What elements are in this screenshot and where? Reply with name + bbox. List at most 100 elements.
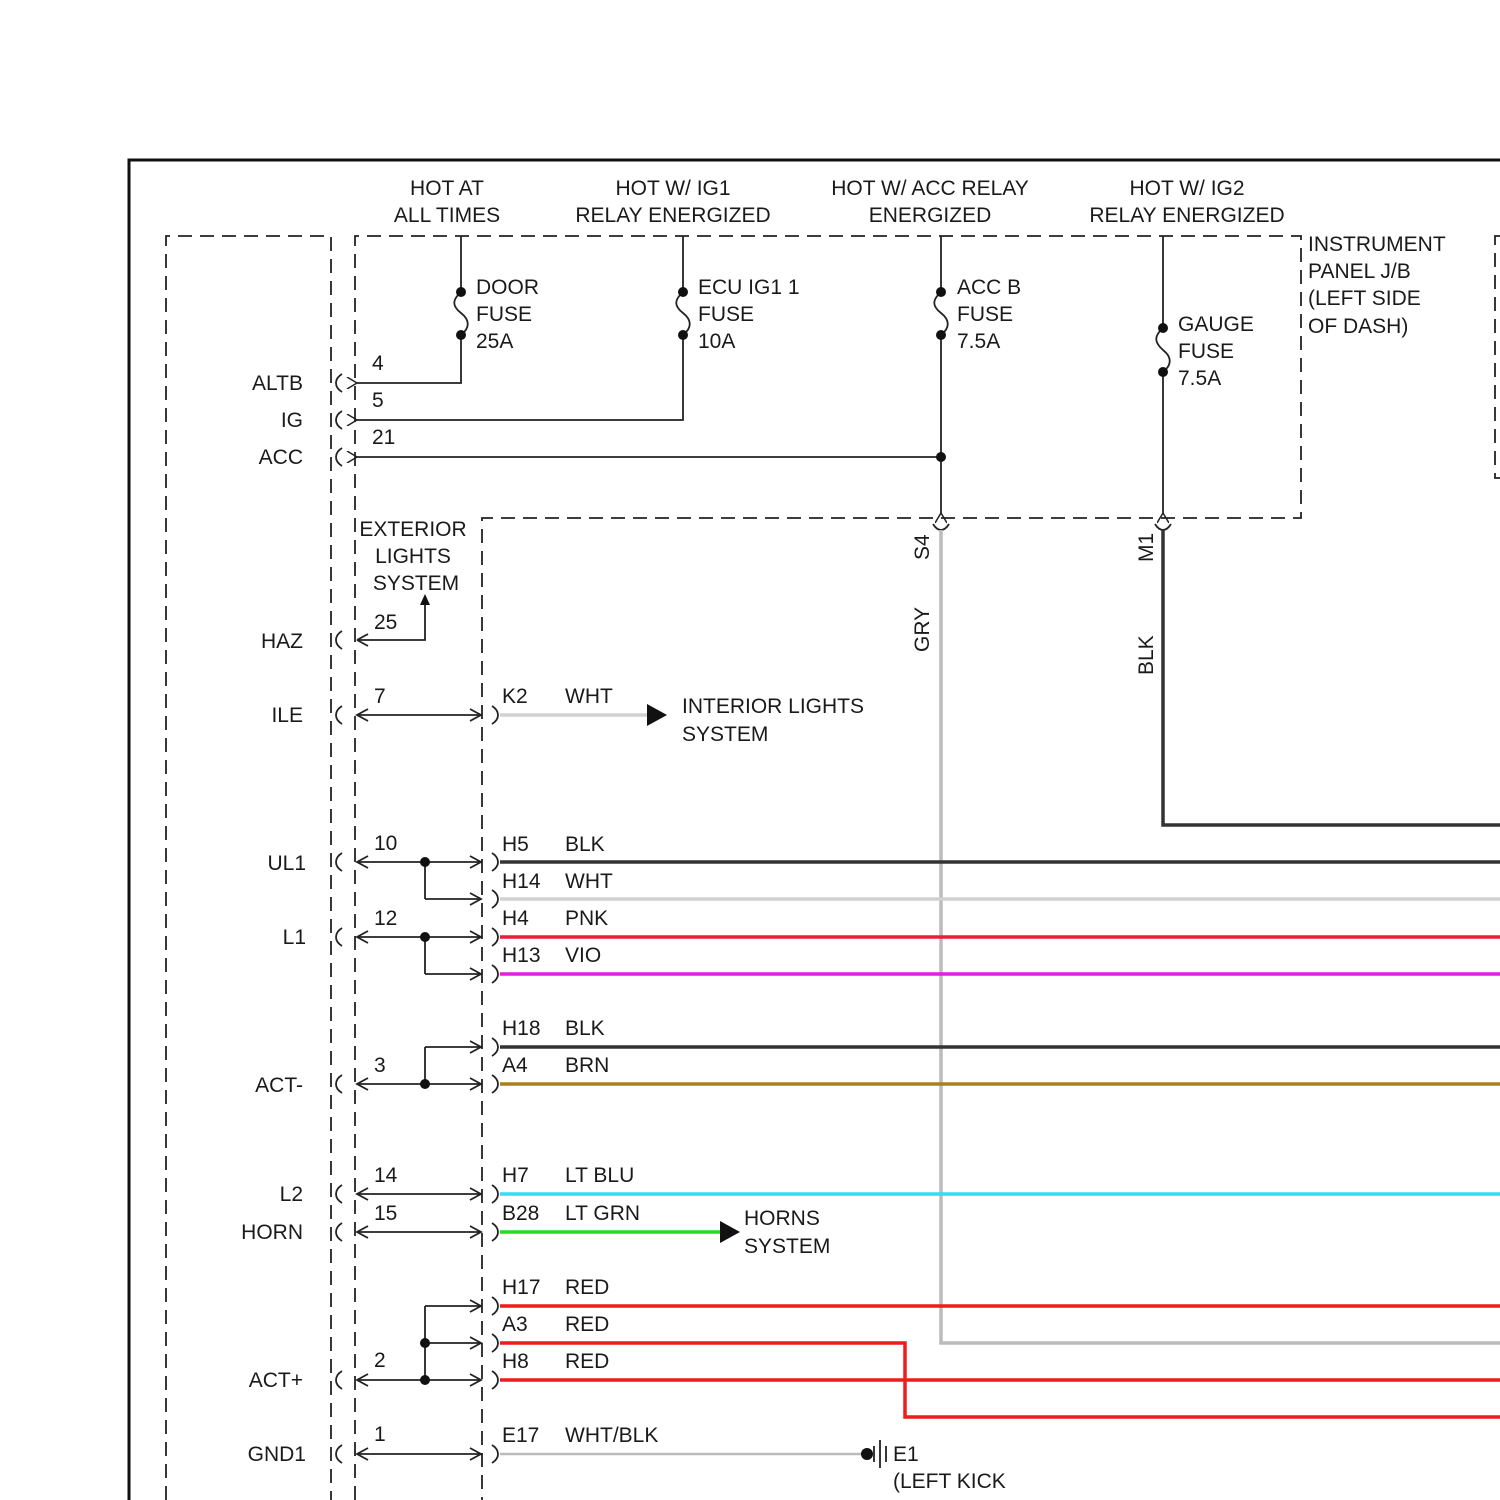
pin-haz: HAZ [261,630,303,653]
hot-w-ig1-label: HOT W/ IG1 [615,177,730,200]
fuse-dots [456,287,1168,462]
svg-text:7: 7 [374,685,386,708]
svg-text:A4: A4 [502,1054,528,1077]
blk-label: BLK [1135,635,1158,675]
module-pin-connector [336,374,342,392]
svg-text:3: 3 [374,1054,386,1077]
svg-text:25: 25 [374,611,397,634]
svg-text:H5: H5 [502,833,529,856]
svg-text:OF DASH): OF DASH) [1308,315,1408,338]
module-pin-connector [336,1445,342,1463]
module-pin-connector [336,631,342,649]
jb-output-connector [492,1445,498,1463]
pin-acc: ACC [259,446,303,469]
svg-text:H4: H4 [502,907,529,930]
jb-output-connector [492,1334,498,1352]
svg-text:(LEFT SIDE: (LEFT SIDE [1308,287,1421,310]
module-pin-connector [336,1185,342,1203]
svg-text:FUSE: FUSE [957,303,1013,326]
svg-text:SYSTEM: SYSTEM [744,1235,830,1258]
door-fuse-label: DOOR [476,276,539,299]
svg-text:SYSTEM: SYSTEM [373,572,459,595]
ground-symbol: E1 (LEFT KICK [861,1440,1006,1493]
svg-text:1: 1 [374,1423,386,1446]
svg-text:RED: RED [565,1350,609,1373]
s4-label: S4 [911,534,934,560]
pin-horn: HORN [241,1221,303,1244]
horns-arrow [720,1221,740,1243]
splice-dot [420,857,430,867]
svg-text:PNK: PNK [565,907,608,930]
right-module-boundary [1495,236,1500,478]
module-pin-connector [336,1371,342,1389]
module-pin-connector [336,448,342,466]
m1-label: M1 [1135,533,1158,562]
svg-text:WHT: WHT [565,870,613,893]
ecu-ig1-fuse-label: ECU IG1 1 [698,276,800,299]
jb-output-connector [492,890,498,908]
svg-text:RED: RED [565,1313,609,1336]
jb-output-connector [492,706,498,724]
jb-output-connector [492,1075,498,1093]
svg-text:FUSE: FUSE [476,303,532,326]
svg-text:21: 21 [372,426,395,449]
svg-text:ALL TIMES: ALL TIMES [394,204,500,227]
hot-w-ig2-label: HOT W/ IG2 [1129,177,1244,200]
svg-text:WHT/BLK: WHT/BLK [565,1424,658,1447]
k2-color: WHT [565,685,613,708]
svg-text:H8: H8 [502,1350,529,1373]
svg-text:LIGHTS: LIGHTS [375,545,451,568]
svg-text:FUSE: FUSE [1178,340,1234,363]
svg-text:H13: H13 [502,944,541,967]
haz-up-arrow [420,594,430,605]
svg-text:LT GRN: LT GRN [565,1202,640,1225]
svg-text:H17: H17 [502,1276,541,1299]
pin-gnd1: GND1 [248,1443,306,1466]
interior-lights-arrow [647,704,667,726]
pin-act-plus: ACT+ [249,1369,303,1392]
svg-text:25A: 25A [476,330,513,353]
hot-w-acc-label: HOT W/ ACC RELAY [831,177,1029,200]
module-pin-connector [336,411,342,429]
svg-text:2: 2 [374,1349,386,1372]
splice-dot [420,932,430,942]
splice-dot [420,1338,430,1348]
svg-text:FUSE: FUSE [698,303,754,326]
gauge-fuse-label: GAUGE [1178,313,1254,336]
svg-text:5: 5 [372,389,384,412]
acc-b-fuse-label: ACC B [957,276,1021,299]
acc-splice [936,452,946,462]
jb-output-connector [492,928,498,946]
module-pin-connector [336,928,342,946]
jb-connectors [933,524,1171,530]
jb-output-connector [492,1185,498,1203]
destination-labels: INTERIOR LIGHTS SYSTEM HORNS SYSTEM [682,695,864,1258]
pin-ile: ILE [271,704,303,727]
svg-text:E17: E17 [502,1424,539,1447]
blk-wire [1163,530,1500,825]
horns-label: HORNS [744,1207,820,1230]
interior-lights-label: INTERIOR LIGHTS [682,695,864,718]
svg-text:RED: RED [565,1276,609,1299]
jb-output-connector [492,1371,498,1389]
module-pin-connector [336,1223,342,1241]
jb-output-connector [492,1223,498,1241]
pin-numbers: 4 5 21 25 7 10 12 3 14 15 2 1 [372,352,398,1446]
source-labels: HOT AT ALL TIMES HOT W/ IG1 RELAY ENERGI… [394,177,1285,227]
svg-text:BLK: BLK [565,833,605,856]
svg-text:ENERGIZED: ENERGIZED [869,204,992,227]
svg-text:H18: H18 [502,1017,541,1040]
svg-text:10: 10 [374,832,397,855]
jb-output-connector [492,965,498,983]
svg-text:RELAY ENERGIZED: RELAY ENERGIZED [1089,204,1284,227]
outer-frame [129,160,1500,1500]
fuse-labels: DOOR FUSE 25A ECU IG1 1 FUSE 10A ACC B F… [476,276,1254,390]
svg-text:INSTRUMENT: INSTRUMENT [1308,233,1446,256]
svg-text:7.5A: 7.5A [1178,367,1221,390]
hot-at-all-times-label: HOT AT [410,177,484,200]
module-pin-connector [336,706,342,724]
svg-text:PANEL J/B: PANEL J/B [1308,260,1411,283]
pin-l1: L1 [283,926,306,949]
ground-location-label: (LEFT KICK [893,1470,1006,1493]
svg-text:LT BLU: LT BLU [565,1164,634,1187]
